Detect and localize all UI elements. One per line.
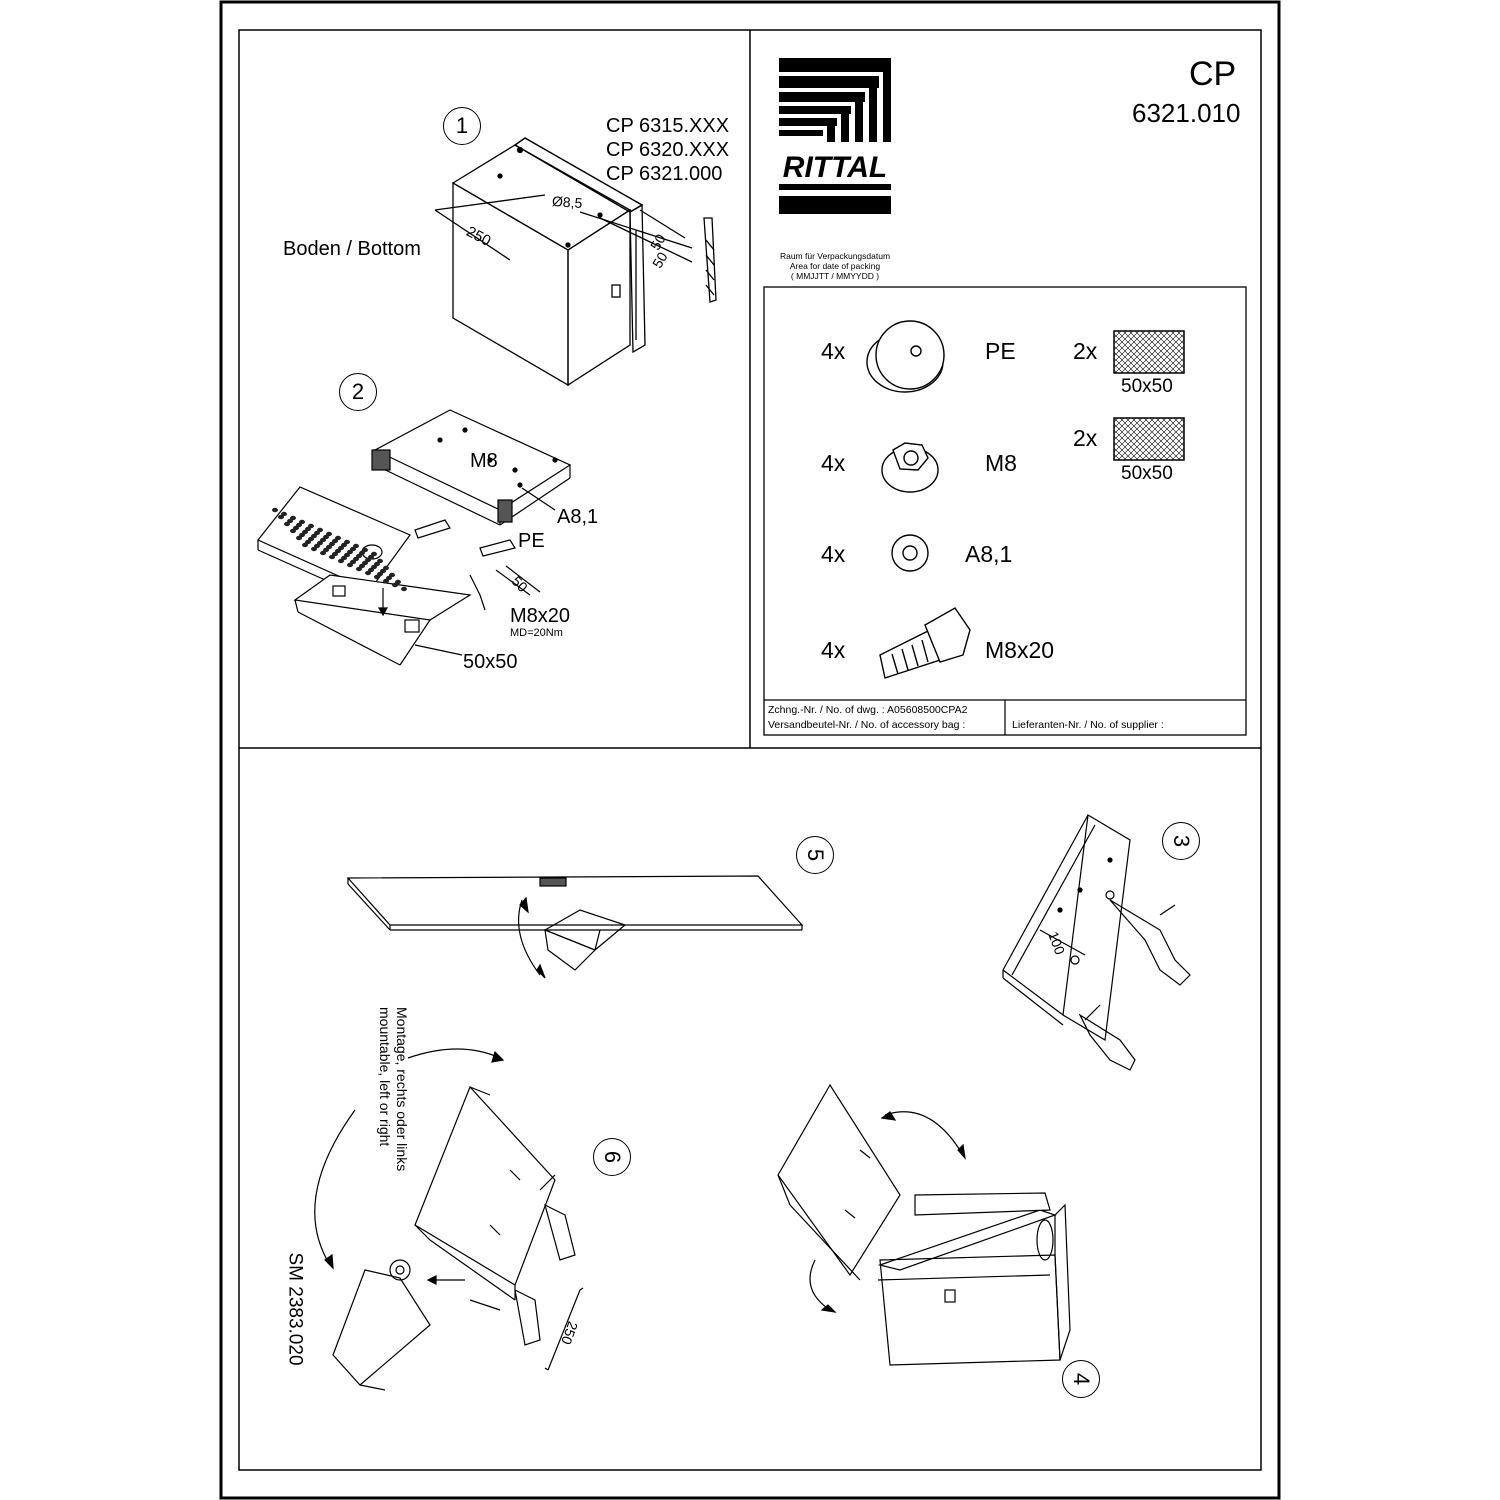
keyboard-key: [338, 558, 344, 564]
keyboard-key: [374, 574, 380, 580]
mount-note-de: Montage, rechts oder links: [394, 1007, 410, 1172]
step-6-marker: 6: [593, 1138, 631, 1176]
keyboard-key: [401, 586, 407, 592]
pad-icon-1: [1113, 330, 1185, 374]
model-6320: CP 6320.XXX: [606, 139, 730, 161]
part-1-name: PE: [985, 338, 1016, 364]
packing-date-note: Raum für Verpackungsdatum Area for date …: [765, 251, 905, 281]
label-a81: A8,1: [557, 506, 599, 528]
mount-note-en: mountable, left or right: [377, 1007, 393, 1147]
washer-icon: [866, 320, 945, 393]
label-50x50: 50x50: [463, 651, 518, 673]
keyboard-key: [278, 514, 284, 520]
keyboard-key: [296, 535, 302, 541]
part-2-qty: 4x: [821, 450, 846, 476]
label-pe: PE: [518, 530, 545, 552]
supplier-number: Lieferanten-Nr. / No. of supplier :: [1012, 719, 1164, 731]
keyboard-key: [347, 562, 353, 568]
part-4-name: M8x20: [985, 637, 1055, 663]
step-5-marker: 5: [796, 836, 834, 874]
bottom-label: Boden / Bottom: [283, 238, 421, 260]
keyboard-key: [329, 554, 335, 560]
packing-note-line-3: ( MMJJTT / MMYYDD ): [790, 271, 880, 281]
step-2-marker: 2: [339, 373, 377, 411]
model-list: CP 6315.XXX CP 6320.XXX CP 6321.000: [606, 114, 729, 186]
pad-1-size: 50x50: [1121, 376, 1173, 397]
brand-text: RITTAL: [783, 151, 887, 184]
part-4-qty: 4x: [821, 637, 846, 663]
packing-note-line-2: Area for date of packing: [789, 261, 881, 271]
keyboard-key: [356, 566, 362, 572]
step-3-marker: 3: [1162, 822, 1200, 860]
step-4-marker: 4: [1062, 1360, 1100, 1398]
accessory-bag-number: Versandbeutel-Nr. / No. of accessory bag…: [768, 719, 966, 731]
article-number: 6321.010: [1132, 98, 1241, 128]
keyboard-key: [320, 550, 326, 556]
product-code: CP: [1189, 55, 1237, 93]
keyboard-key: [302, 542, 308, 548]
keyboard-key: [383, 578, 389, 584]
packing-note-line-1: Raum für Verpackungsdatum: [779, 251, 891, 261]
keyboard-key: [284, 521, 290, 527]
keyboard-key: [272, 507, 278, 513]
accessory-ref: SM 2383.020: [284, 1252, 306, 1366]
drawing-number: Zchng.-Nr. / No. of dwg. : A05608500CPA2: [768, 704, 968, 716]
nut-icon: [881, 442, 939, 493]
keyboard-key: [365, 570, 371, 576]
part-1-qty: 4x: [821, 338, 846, 364]
rittal-logo: RITTAL: [779, 56, 891, 216]
part-3-name: A8,1: [965, 541, 1013, 567]
label-torque: MD=20Nm: [510, 627, 563, 639]
pad-icon-2: [1113, 417, 1185, 461]
step-1-marker: 1: [443, 107, 481, 145]
pad-1-qty: 2x: [1073, 338, 1098, 364]
part-2-name: M8: [985, 450, 1017, 476]
label-m8: M8: [470, 450, 498, 472]
keyboard-key: [290, 528, 296, 534]
label-m8x20: M8x20: [510, 605, 571, 627]
bolt-icon: [879, 607, 971, 679]
model-6321: CP 6321.000: [606, 163, 723, 185]
model-6315: CP 6315.XXX: [606, 115, 730, 137]
part-3-qty: 4x: [821, 541, 846, 567]
pad-2-qty: 2x: [1073, 425, 1098, 451]
mount-note: Montage, rechts oder links mountable, le…: [370, 1007, 410, 1187]
keyboard-key: [311, 546, 317, 552]
lock-washer-icon: [891, 534, 929, 572]
pad-2-size: 50x50: [1121, 463, 1173, 484]
keyboard-key: [392, 582, 398, 588]
